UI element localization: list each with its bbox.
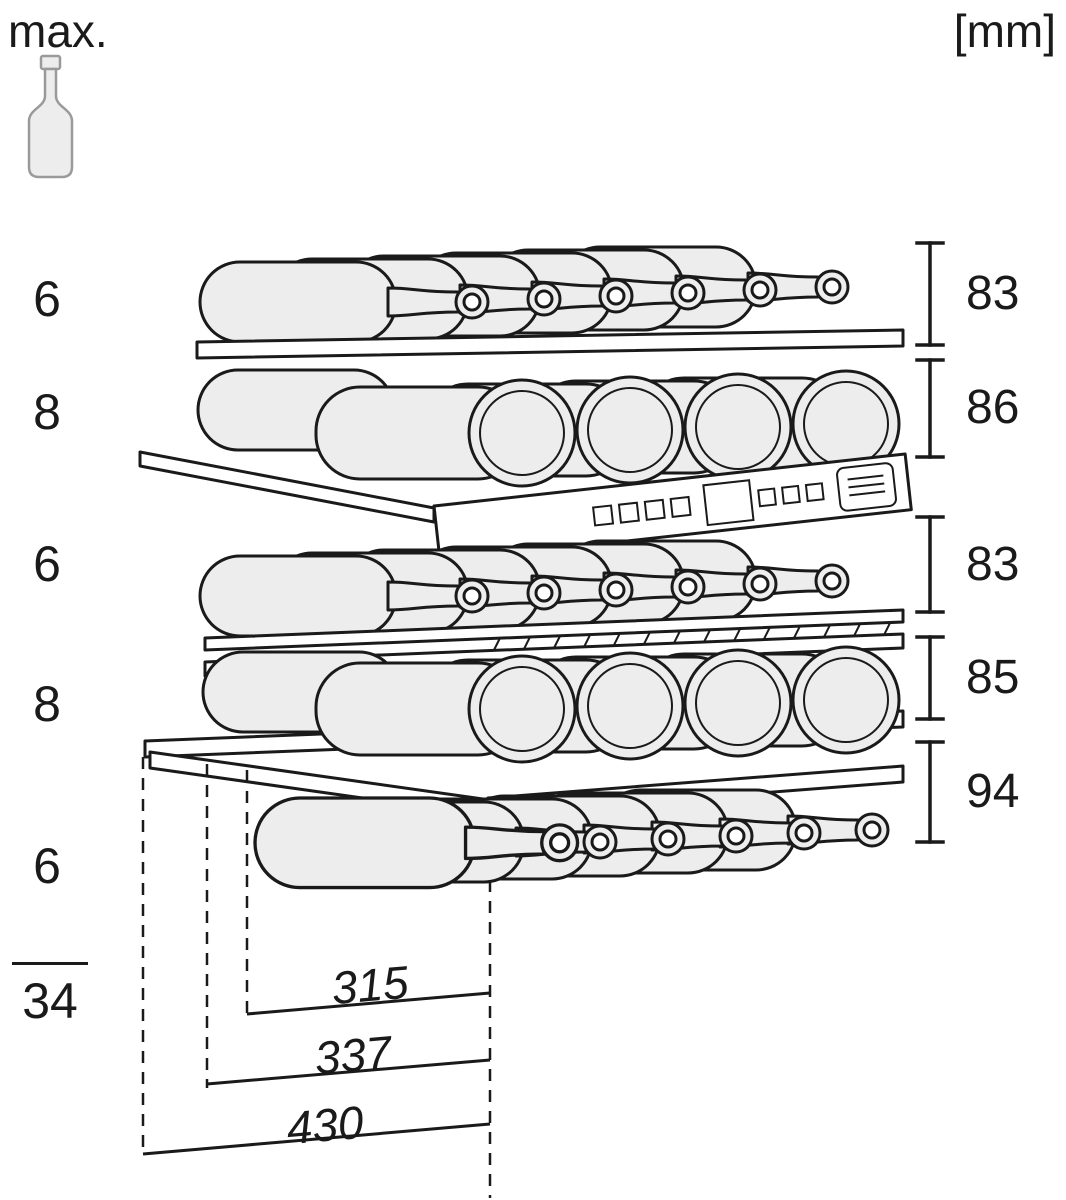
extension-lines xyxy=(141,757,492,1198)
height-bracket-4 xyxy=(915,635,945,721)
shelf-5-bottle-count: 6 xyxy=(33,838,61,894)
shelf-3-bottle-count: 6 xyxy=(33,536,61,592)
shelf-2-bottle-count: 8 xyxy=(33,384,61,440)
shelf-4-bottle-count: 8 xyxy=(33,676,61,732)
height-bracket-1 xyxy=(915,241,945,347)
total-bottle-count: 34 xyxy=(22,973,78,1029)
control-panel-display xyxy=(702,479,755,527)
shelf-3-height: 83 xyxy=(966,538,1020,591)
height-dimension-brackets xyxy=(915,241,945,844)
depth-dimension-lines xyxy=(142,991,491,1156)
shelf-row-1-bottles xyxy=(198,245,850,344)
shelf-board-1 xyxy=(195,328,905,360)
control-panel-vent xyxy=(836,462,897,512)
max-label: max. xyxy=(8,5,108,57)
units-label: [mm] xyxy=(953,5,1056,57)
depth-dimension-line-337 xyxy=(206,1058,491,1086)
depth-dimension-line-430 xyxy=(142,1122,491,1156)
height-bracket-5 xyxy=(915,740,945,844)
control-panel-buttons xyxy=(592,462,897,527)
height-bracket-3 xyxy=(915,515,945,614)
control-panel xyxy=(432,452,913,564)
shelf-5-height: 94 xyxy=(966,765,1020,818)
depth-dimension-line-315 xyxy=(246,991,491,1016)
wine-bottle-icon xyxy=(27,54,74,179)
shelf-1-bottle-count: 6 xyxy=(33,271,61,327)
shelf-row-5-bottles xyxy=(253,788,890,890)
shelf-2-height: 86 xyxy=(966,381,1020,434)
shelf-1-height: 83 xyxy=(966,267,1020,320)
total-sum-line xyxy=(12,962,88,965)
height-bracket-2 xyxy=(915,358,945,459)
shelf-board-2 xyxy=(138,450,436,524)
shelf-4-height: 85 xyxy=(966,651,1020,704)
